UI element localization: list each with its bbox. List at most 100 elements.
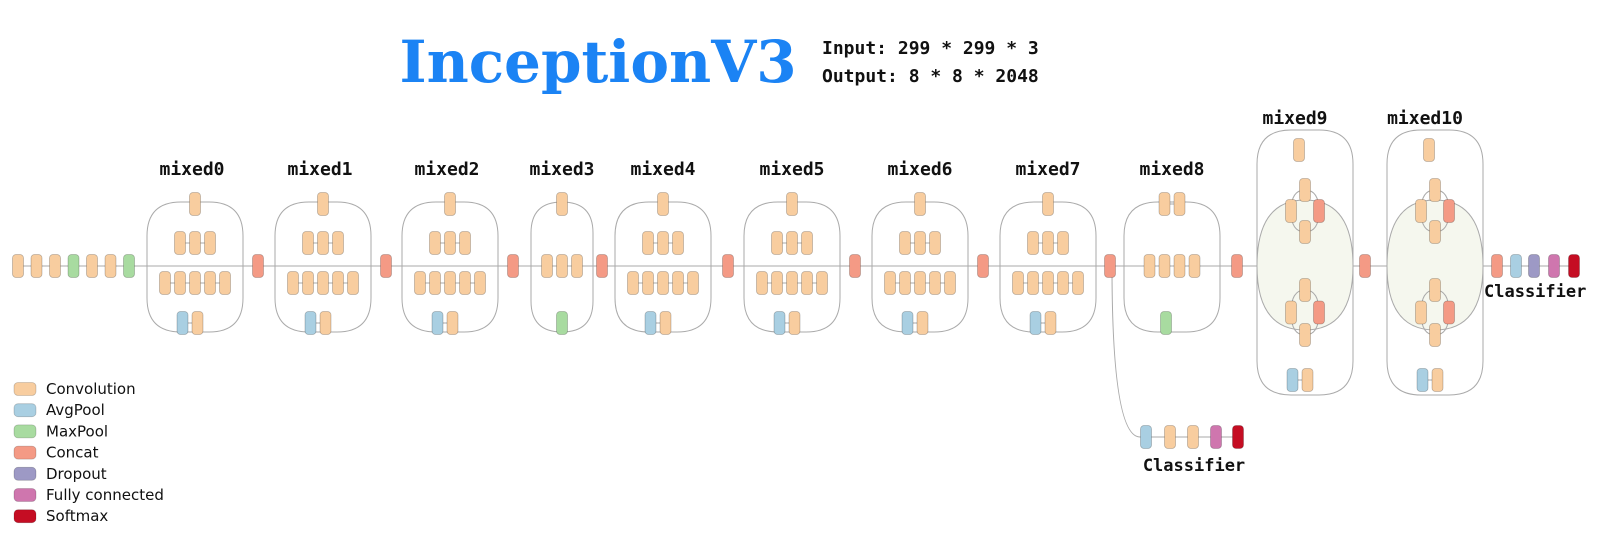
concat-node [1313,199,1325,223]
concat-node [1313,300,1325,325]
convolution-node [929,271,941,295]
convolution-node [446,311,459,335]
convolution-node [174,231,186,255]
convolution-node [1042,192,1054,216]
convolution-node [204,271,216,295]
convolution-node [1143,254,1156,278]
convolution-node [1188,254,1201,278]
convolution-node [191,311,204,335]
convolution-node [914,271,926,295]
module-label-mixed10: mixed10 [1387,108,1463,129]
convolution-node [204,231,216,255]
convolution-node [317,192,329,216]
convolution-node [1173,254,1186,278]
convolution-node [771,271,783,295]
aux-fully-connected-node [1210,425,1222,449]
convolution-node [944,271,956,295]
convolution-node [1429,278,1441,302]
concat-node-3 [507,254,519,278]
legend-label-avgpool: AvgPool [46,401,105,419]
module-label-mixed3: mixed3 [529,159,594,180]
convolution-node [159,271,171,295]
convolution-node [1429,323,1441,347]
module-label-mixed6: mixed6 [887,159,952,180]
convolution-node [474,271,486,295]
convolution-node [771,231,783,255]
convolution-node [302,231,314,255]
concat-node-6 [849,254,861,278]
convolution-node [788,311,801,335]
convolution-node [642,231,654,255]
module-label-mixed1: mixed1 [287,159,352,180]
module-label-mixed0: mixed0 [159,159,224,180]
convolution-node [319,311,332,335]
avgpool-node [431,311,444,335]
module-label-mixed9: mixed9 [1262,108,1327,129]
input-shape-text: Input: 299 * 299 * 3 [822,38,1039,59]
legend-label-dropout: Dropout [46,465,107,483]
concat-node-7 [977,254,989,278]
convolution-node [916,311,929,335]
convolution-node [801,231,813,255]
convolution-node [429,271,441,295]
convolution-node [1293,138,1305,162]
convolution-node [1423,138,1435,162]
convolution-node [174,271,186,295]
legend-swatch-softmax [13,509,37,524]
module-label-mixed4: mixed4 [630,159,695,180]
concat-node-5 [722,254,734,278]
convolution-node [556,192,568,216]
module-label-mixed7: mixed7 [1015,159,1080,180]
convolution-node [657,271,669,295]
legend-swatch-avgpool [13,403,37,418]
aux-convolution-node [1164,425,1176,449]
output-shape-text: Output: 8 * 8 * 2048 [822,66,1039,87]
legend-swatch-convolution [13,382,37,396]
convolution-node [801,271,813,295]
convolution-node [1429,220,1441,244]
convolution-node [1012,271,1024,295]
convolution-node [657,231,669,255]
legend-label-softmax: Softmax [46,507,108,525]
convolution-node [1431,368,1444,392]
avgpool-node [1029,311,1042,335]
convolution-node [884,271,896,295]
legend-swatch-concat [13,445,37,460]
aux-avgpool-node [1140,425,1152,449]
convolution-node [1299,220,1311,244]
convolution-node [1057,271,1069,295]
final-softmax-node [1568,254,1580,278]
aux-convolution-node [1187,425,1199,449]
convolution-node [444,271,456,295]
concat-node-10 [1359,254,1371,278]
legend-label-fully-connected: Fully connected [46,486,164,504]
maxpool-node [1160,311,1172,335]
legend-label-concat: Concat [46,444,99,462]
final-dropout-node [1528,254,1540,278]
convolution-node [786,271,798,295]
convolution-node [1415,199,1427,223]
concat-node-2 [380,254,392,278]
final-concat-node [1491,254,1503,278]
legend-swatch-fully-connected [13,488,37,502]
legend: ConvolutionAvgPoolMaxPoolConcatDropoutFu… [13,380,164,525]
convolution-node [571,254,583,278]
legend-label-maxpool: MaxPool [46,422,108,440]
concat-node [1443,199,1455,223]
avgpool-node [304,311,317,335]
stem-maxpool-node [123,254,135,278]
convolution-node [444,192,456,216]
concat-node-4 [596,254,608,278]
convolution-node [1299,323,1311,347]
convolution-node [332,271,344,295]
convolution-node [642,271,654,295]
avgpool-node [1416,368,1429,392]
legend-label-convolution: Convolution [46,380,136,398]
module-label-mixed5: mixed5 [759,159,824,180]
concat-node-8 [1104,254,1116,278]
final-fully-connected-node [1548,254,1560,278]
avgpool-node [644,311,657,335]
convolution-node [672,231,684,255]
convolution-node [347,271,359,295]
